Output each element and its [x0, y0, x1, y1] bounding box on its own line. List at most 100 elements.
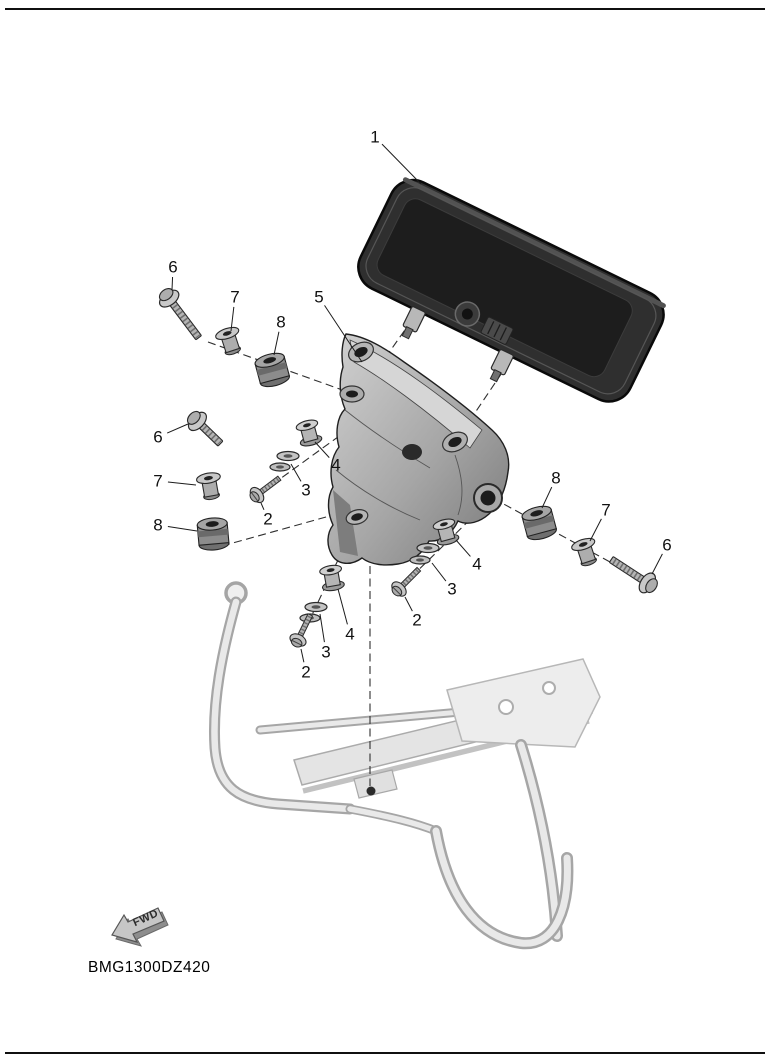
callout-leader-line [230, 306, 235, 332]
callout-leader-line [167, 481, 197, 486]
spacer-4-lower [319, 564, 345, 592]
meter-bezel [365, 187, 657, 395]
bracket-saddle-face [349, 339, 483, 449]
flange-bolt-6-right [609, 556, 658, 594]
frame-stay-tube-highlight [211, 598, 354, 813]
callout-leader-line [167, 526, 198, 532]
callout-leader-line [541, 486, 553, 509]
washer-pair-3-upper [269, 450, 300, 472]
callout-label-6: 6 [153, 428, 162, 447]
page-border-top [5, 8, 765, 10]
callout-label-8: 8 [276, 313, 285, 332]
bracket-center-hole [402, 444, 422, 460]
spacer-hole [303, 423, 311, 428]
bracket-crease [335, 469, 421, 521]
bracket-left-seat-hole [346, 390, 358, 398]
callout-label-1: 1 [370, 128, 379, 147]
meter-mount-post-stud [489, 368, 502, 383]
callout-leader-line [290, 463, 302, 482]
screw-slot [251, 492, 259, 502]
screw-slot [291, 640, 302, 646]
washer-hole [276, 465, 284, 469]
spacer-4-upper [295, 419, 323, 447]
grommet-groove [256, 362, 288, 376]
meter-mount-post-stud [401, 326, 414, 340]
grommet-8-right [521, 505, 558, 541]
bolt-head [645, 578, 658, 594]
meter-top-highlight [402, 177, 666, 309]
callout-label-3: 3 [321, 643, 330, 662]
callout-label-2: 2 [301, 663, 310, 682]
flange-bolt-6-left [186, 410, 224, 447]
meter-connector-pin-line [499, 327, 507, 341]
frame-link-tube-highlight [347, 806, 439, 834]
bracket-crease [454, 454, 463, 516]
callout-leader-line [651, 553, 663, 575]
callout-leader-line [431, 562, 447, 582]
collar-7-top-left [215, 326, 241, 356]
callout-label-4: 4 [331, 456, 340, 475]
bracket-top-right-hole [448, 436, 462, 448]
fwd-arrow-body [111, 907, 165, 943]
screw-slot [392, 587, 401, 596]
washer-pair-3-center [409, 542, 440, 565]
frame-loop-tube-highlight [432, 827, 571, 947]
callout-leader-line [260, 502, 265, 511]
callout-label-4: 4 [472, 555, 481, 574]
callout-leader-line [324, 305, 363, 363]
callout-leader-line [404, 596, 413, 612]
collar-hole [222, 331, 232, 336]
washer-hole [311, 605, 321, 609]
callout-leader-line [337, 588, 348, 625]
frame-assembly [209, 581, 601, 950]
grommet-hole [205, 521, 219, 527]
collar-hole [203, 476, 213, 481]
grommet-groove [523, 515, 555, 529]
washer-hole [416, 558, 424, 562]
bolt-threads [201, 425, 222, 446]
part-code: BMG1300DZ420 [88, 959, 210, 976]
callout-label-6: 6 [662, 536, 671, 555]
callout-label-7: 7 [601, 501, 610, 520]
bracket-crease [344, 409, 431, 469]
frame-plate-hole [498, 699, 514, 715]
bracket-top-left-hole [354, 346, 368, 358]
grommet-8-top-left [254, 352, 291, 388]
meter-round-connector-pin [461, 308, 473, 320]
axis-left-mount [221, 511, 345, 547]
bolt-threads [610, 557, 642, 581]
frame-gusset-plate [446, 658, 601, 748]
meter-unit [357, 177, 666, 403]
screw-2-center [391, 566, 422, 597]
washer-hole [423, 546, 433, 550]
bracket-right-ring-hole [480, 490, 496, 506]
flange-bolt-6-top-left [158, 288, 202, 340]
grommet-hole [530, 510, 543, 517]
screw-2-lower [289, 613, 314, 648]
callout-leader-line [171, 276, 174, 291]
grommet-groove [197, 528, 229, 538]
screw-2-upper [249, 475, 282, 504]
callout-label-3: 3 [447, 580, 456, 599]
washer-hole [283, 454, 293, 458]
callout-leader-line [455, 539, 471, 557]
bracket-foot-hole [351, 513, 363, 521]
callout-label-7: 7 [153, 472, 162, 491]
collar-hole [578, 542, 588, 547]
callout-leader-line [381, 143, 422, 185]
callout-label-7: 7 [230, 288, 239, 307]
callout-label-8: 8 [153, 516, 162, 535]
collar-7-right [571, 537, 597, 567]
bolt-head [158, 288, 174, 302]
callout-label-6: 6 [168, 258, 177, 277]
callout-label-2: 2 [263, 510, 272, 529]
grommet-8-left [196, 517, 230, 551]
callout-leader-line [166, 423, 189, 434]
callout-leader-line [273, 331, 280, 356]
callout-leader-line [589, 518, 602, 542]
callout-leader-line [319, 613, 325, 643]
spacer-hole [440, 522, 448, 527]
